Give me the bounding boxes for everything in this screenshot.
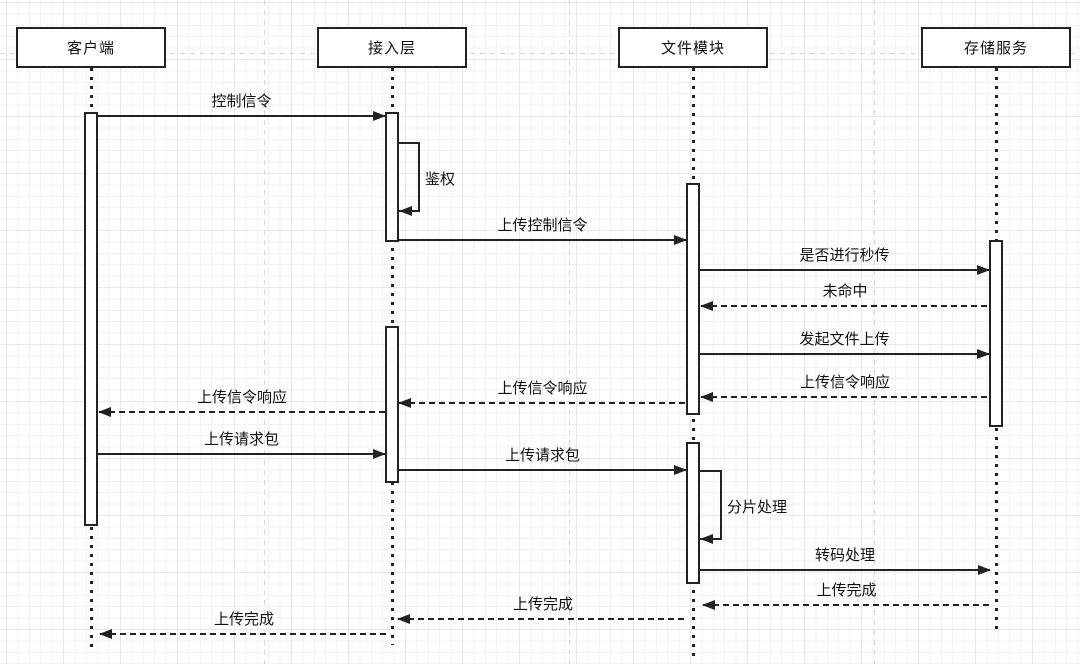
self-loop-label-auth: 鉴权 bbox=[425, 171, 456, 188]
activation-access-layer-3[interactable] bbox=[385, 326, 399, 483]
arrowhead-icon bbox=[700, 534, 713, 544]
actor-file-module[interactable]: 文件模块 bbox=[618, 27, 768, 68]
arrowhead-icon bbox=[700, 392, 713, 402]
message-label: 上传信令响应 bbox=[196, 389, 287, 406]
message-label: 上传完成 bbox=[213, 611, 274, 628]
message-label: 控制信令 bbox=[211, 93, 272, 110]
message-upload-request-packet-1[interactable]: 上传请求包 bbox=[98, 431, 386, 459]
arrowhead-icon bbox=[977, 349, 990, 359]
message-control-signal[interactable]: 控制信令 bbox=[98, 93, 386, 121]
major-gridline-horizontal bbox=[0, 53, 1080, 54]
arrowhead-icon bbox=[977, 265, 990, 275]
message-transcode-processing[interactable]: 转码处理 bbox=[700, 547, 991, 575]
actor-access-layer[interactable]: 接入层 bbox=[317, 27, 467, 68]
arrowhead-icon bbox=[702, 600, 715, 610]
message-label: 上传控制信令 bbox=[497, 217, 588, 234]
message-line bbox=[98, 453, 385, 455]
message-upload-signal-response-1[interactable]: 上传信令响应 bbox=[700, 374, 989, 402]
actor-label-access-layer: 接入层 bbox=[367, 40, 416, 57]
actor-client[interactable]: 客户端 bbox=[16, 27, 166, 68]
arrowhead-icon bbox=[978, 565, 991, 575]
message-label: 上传请求包 bbox=[203, 431, 279, 448]
message-line bbox=[399, 469, 686, 471]
message-miss[interactable]: 未命中 bbox=[700, 283, 989, 311]
major-gridline-vertical bbox=[874, 0, 875, 664]
activation-client-1[interactable] bbox=[84, 112, 98, 526]
message-upload-complete-1[interactable]: 上传完成 bbox=[702, 582, 990, 610]
self-loop-auth[interactable] bbox=[399, 142, 420, 216]
message-label: 上传完成 bbox=[816, 582, 877, 599]
message-line bbox=[399, 402, 686, 404]
arrowhead-icon bbox=[373, 111, 386, 121]
arrowhead-icon bbox=[398, 398, 411, 408]
actor-label-file-module: 文件模块 bbox=[660, 40, 725, 57]
actor-label-storage-service: 存储服务 bbox=[963, 40, 1028, 57]
arrowhead-icon bbox=[99, 629, 112, 639]
self-loop-chunk-processing[interactable] bbox=[700, 470, 722, 544]
message-label: 上传完成 bbox=[512, 596, 573, 613]
major-gridline-vertical bbox=[569, 0, 570, 664]
message-line bbox=[700, 269, 989, 271]
message-initiate-file-upload[interactable]: 发起文件上传 bbox=[700, 331, 990, 359]
message-label: 是否进行秒传 bbox=[799, 247, 890, 264]
message-line bbox=[398, 618, 688, 620]
message-line bbox=[701, 305, 989, 307]
activation-access-layer-2[interactable] bbox=[385, 112, 399, 242]
arrowhead-icon bbox=[700, 301, 713, 311]
message-upload-control-signal[interactable]: 上传控制信令 bbox=[399, 217, 687, 245]
message-upload-signal-response-2[interactable]: 上传信令响应 bbox=[398, 380, 686, 408]
arrowhead-icon bbox=[674, 465, 687, 475]
message-label: 上传请求包 bbox=[504, 447, 580, 464]
message-upload-complete-2[interactable]: 上传完成 bbox=[397, 596, 688, 624]
message-line bbox=[701, 396, 989, 398]
message-label: 上传信令响应 bbox=[497, 380, 588, 397]
message-line bbox=[399, 239, 686, 241]
message-line bbox=[99, 411, 385, 413]
actor-storage-service[interactable]: 存储服务 bbox=[921, 27, 1071, 68]
message-line bbox=[98, 115, 385, 117]
message-upload-signal-response-3[interactable]: 上传信令响应 bbox=[98, 389, 385, 417]
message-label: 上传信令响应 bbox=[799, 374, 890, 391]
message-line bbox=[700, 569, 990, 571]
activation-storage-service-6[interactable] bbox=[989, 240, 1003, 427]
arrowhead-icon bbox=[397, 614, 410, 624]
major-gridline-vertical bbox=[264, 0, 265, 664]
arrowhead-icon bbox=[399, 206, 412, 216]
message-line bbox=[700, 353, 989, 355]
message-upload-complete-3[interactable]: 上传完成 bbox=[99, 611, 388, 639]
message-line bbox=[100, 633, 388, 635]
message-label: 未命中 bbox=[822, 283, 868, 300]
message-upload-request-packet-2[interactable]: 上传请求包 bbox=[399, 447, 687, 475]
activation-file-module-5[interactable] bbox=[686, 442, 700, 584]
actor-label-client: 客户端 bbox=[66, 40, 115, 57]
arrowhead-icon bbox=[674, 235, 687, 245]
message-label: 发起文件上传 bbox=[799, 331, 890, 348]
self-loop-label-chunk-processing: 分片处理 bbox=[727, 499, 788, 516]
message-line bbox=[703, 604, 990, 606]
arrowhead-icon bbox=[98, 407, 111, 417]
arrowhead-icon bbox=[373, 449, 386, 459]
message-label: 转码处理 bbox=[814, 547, 875, 564]
activation-file-module-4[interactable] bbox=[686, 183, 700, 415]
message-instant-upload-check[interactable]: 是否进行秒传 bbox=[700, 247, 990, 275]
